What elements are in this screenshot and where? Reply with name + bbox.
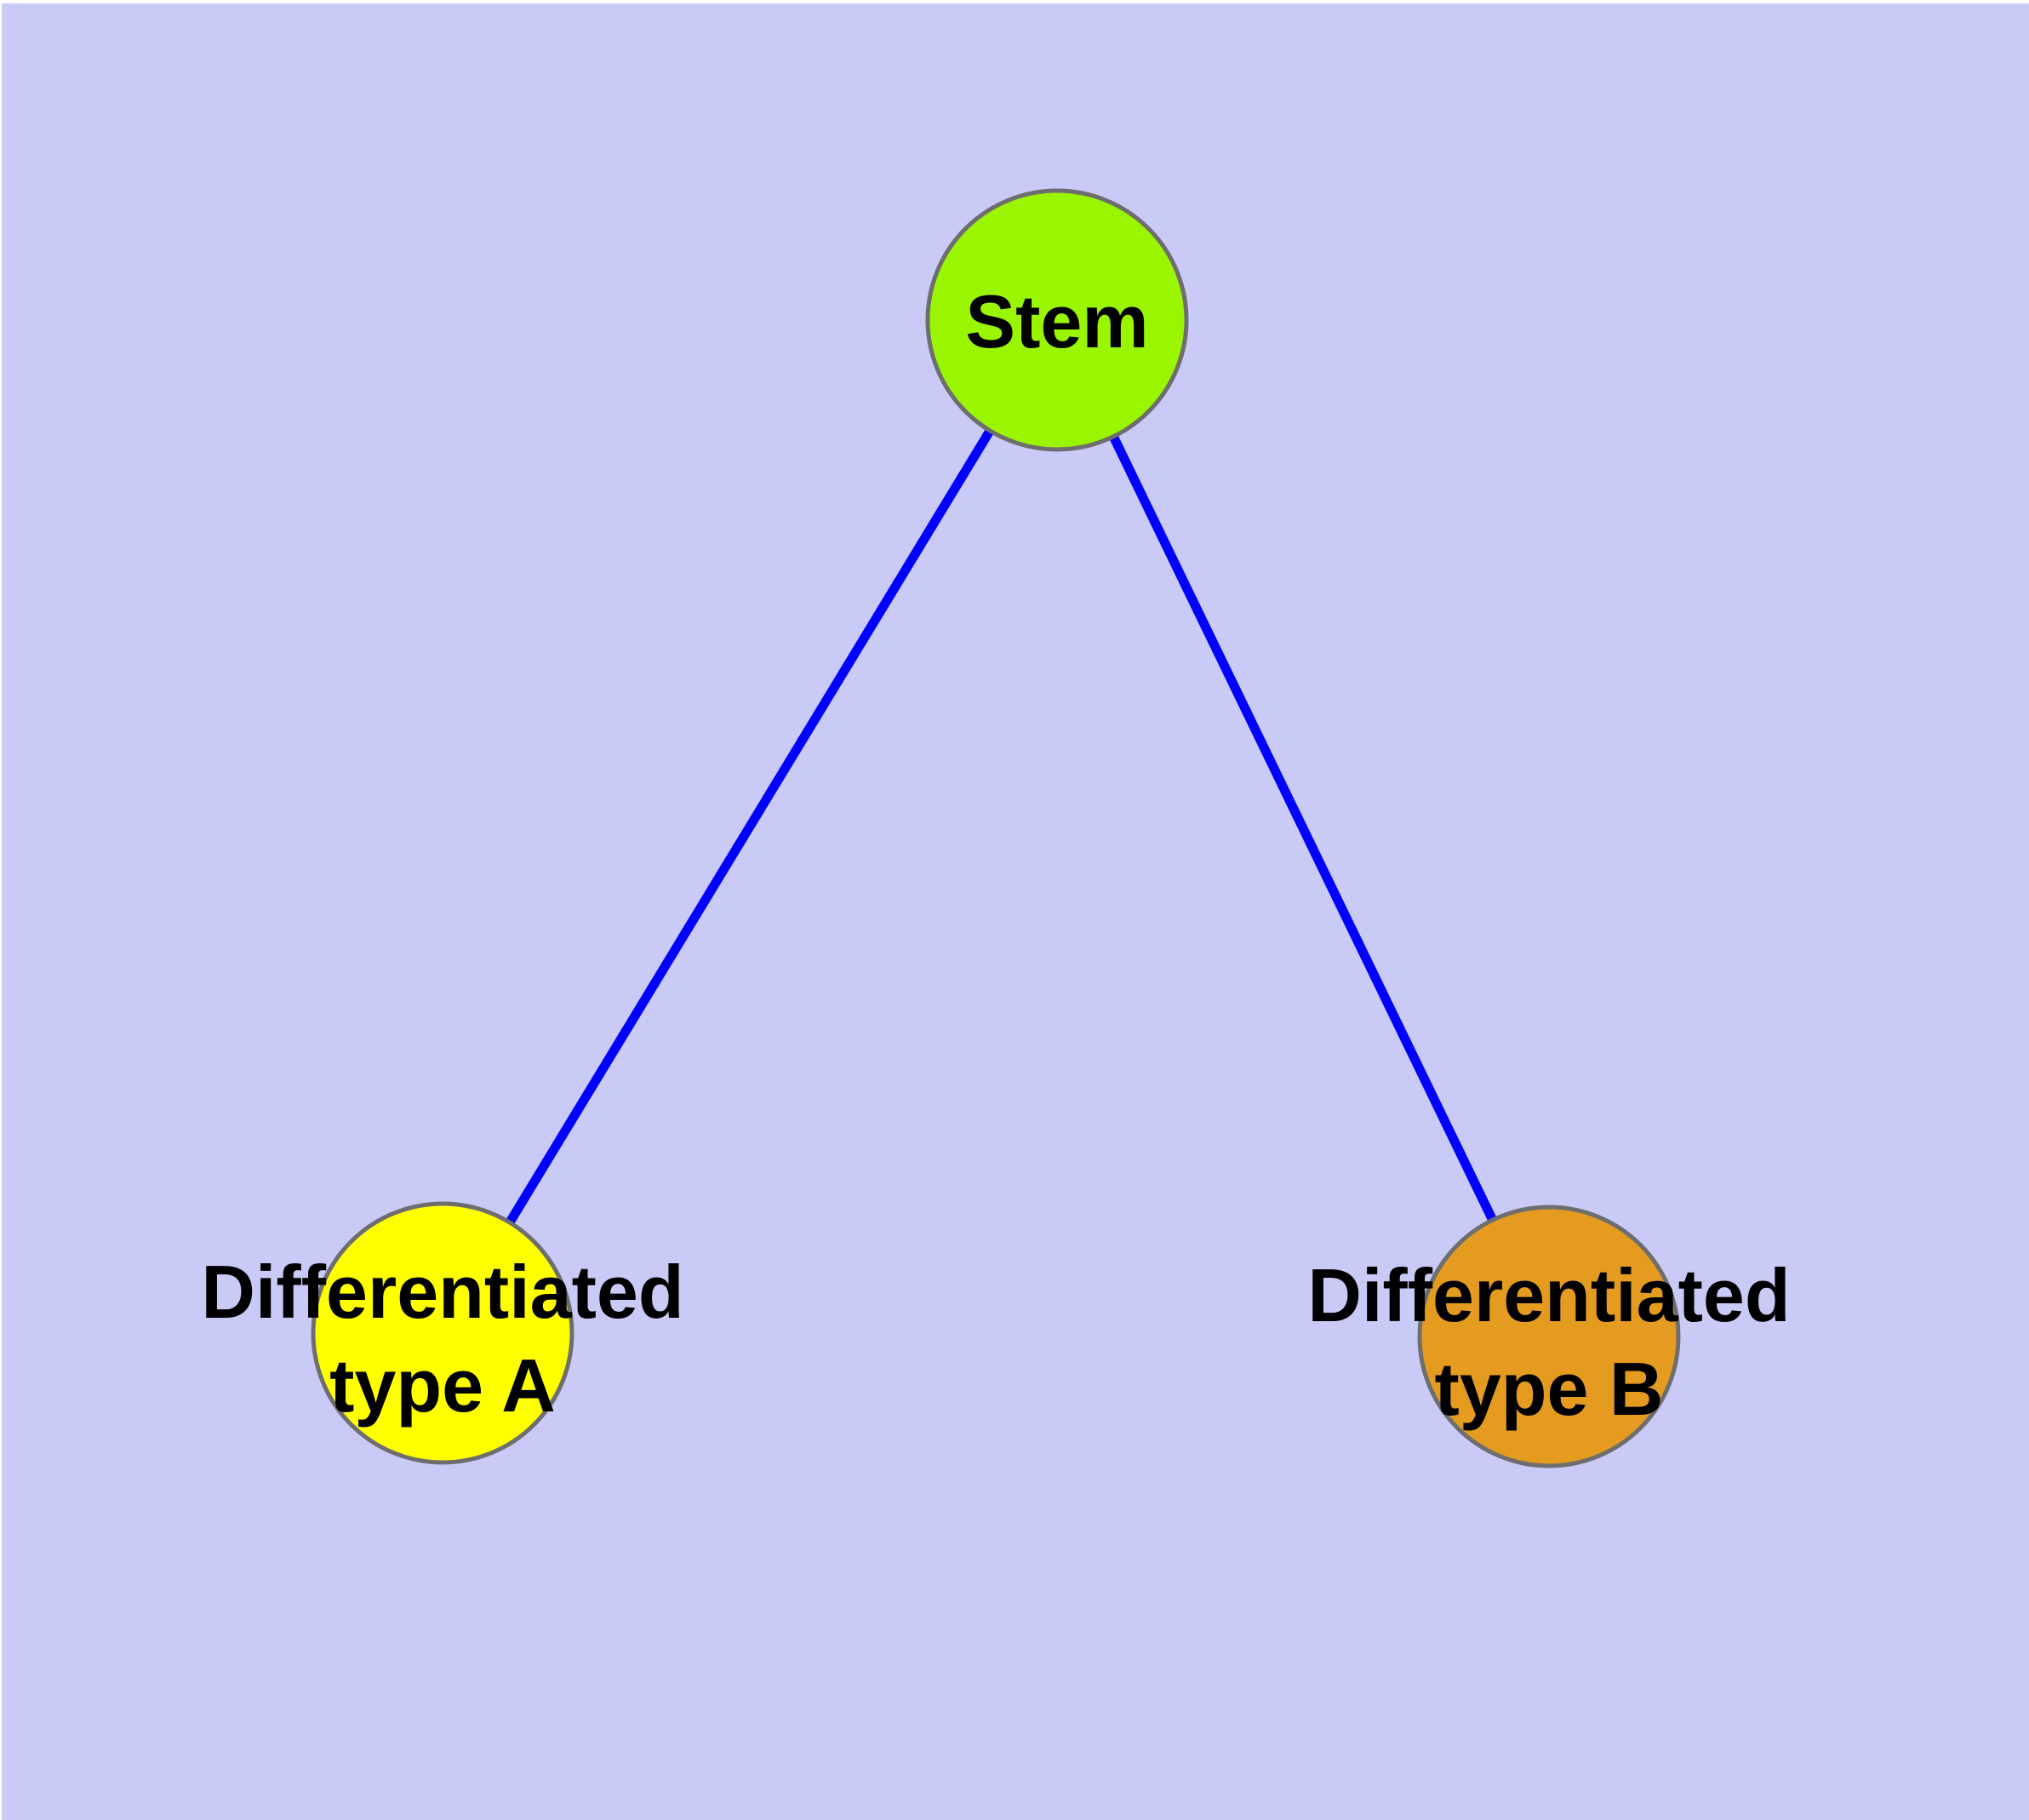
node-stem	[925, 188, 1189, 452]
edge-group	[438, 318, 1553, 1339]
node-stem-label: Stem	[965, 279, 1148, 363]
label-group: Stem Differentiated type A Differentiate…	[201, 279, 1790, 1431]
node-type-b-label-line1: Differentiated	[1307, 1253, 1790, 1337]
edge-stem-to-type-b	[1053, 318, 1553, 1339]
node-type-b-label-line2: type B	[1435, 1347, 1664, 1431]
node-differentiated-type-a	[311, 1201, 574, 1465]
node-type-a-label-line1: Differentiated	[201, 1250, 683, 1334]
node-group	[311, 188, 1681, 1468]
edge-stem-to-type-a	[438, 318, 1061, 1336]
node-differentiated-type-b	[1417, 1205, 1681, 1468]
node-type-a-label-line2: type A	[329, 1343, 556, 1428]
